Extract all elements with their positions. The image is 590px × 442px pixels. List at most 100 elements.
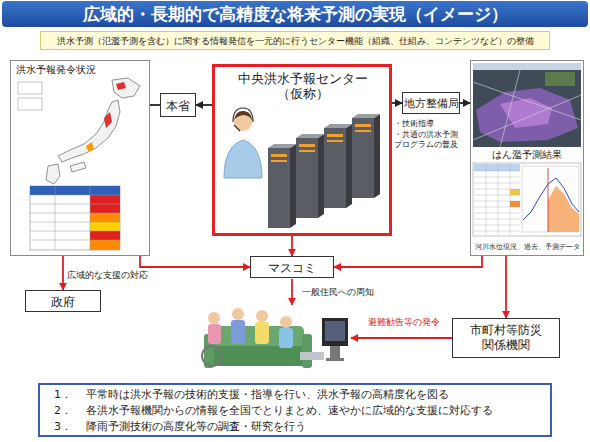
server-towers — [324, 124, 352, 128]
operator-figure — [233, 108, 253, 122]
connector-arrow — [62, 256, 64, 290]
server-towers — [327, 134, 343, 137]
living-room — [202, 346, 222, 366]
server-towers — [290, 144, 296, 228]
operator-figure — [234, 111, 252, 121]
box-label: マスコミ — [251, 260, 333, 277]
server-towers — [352, 118, 374, 198]
japan-map — [46, 164, 60, 184]
server-towers — [299, 150, 315, 152]
connector-arrow — [392, 102, 402, 104]
notice-label: 一般住民への周知 — [302, 286, 374, 299]
notice-label: 避難勧告等の発令 — [368, 316, 440, 329]
status-table — [90, 222, 120, 231]
living-room — [300, 352, 324, 360]
living-room — [204, 334, 214, 368]
banner-text: 洪水予測（氾濫予測を含む）に関する情報発信を一元的に行うセンター機能（組織、仕組… — [41, 35, 549, 47]
living-room — [325, 321, 345, 341]
server-towers — [346, 124, 352, 208]
living-room — [231, 320, 245, 344]
japan-map — [112, 78, 140, 98]
panel-caption: 河川水位現況、過去、予測データ — [471, 242, 583, 252]
living-room — [208, 324, 221, 344]
status-table — [90, 231, 120, 240]
status-table — [30, 186, 120, 250]
item-text: 降雨予測技術の高度化等の調査・研究を行う — [86, 420, 306, 434]
status-panel: 洪水予報発令状況 — [10, 60, 150, 256]
media-box: マスコミ — [250, 256, 334, 278]
edge-label: 広域的な支援の対応 — [67, 270, 148, 281]
box-label: 政府 — [26, 294, 100, 311]
server-towers — [268, 114, 380, 228]
ministry-box: 本省 — [160, 93, 196, 117]
municipality-box: 市町村等防災関係機関 — [452, 318, 560, 358]
living-room — [232, 308, 244, 320]
living-room — [212, 326, 304, 348]
panel-heading: はん濫予測結果 — [471, 149, 583, 162]
connector-arrow — [140, 256, 250, 267]
diagram-title: 広域的・長期的で高精度な将来予測の実現（イメージ） — [2, 1, 588, 27]
status-table — [30, 186, 120, 250]
aerial-image — [473, 63, 581, 70]
connector-arrow — [334, 256, 482, 267]
server-towers — [299, 144, 315, 147]
living-room — [326, 358, 344, 361]
center-box: 中央洪水予報センター（仮称） — [212, 64, 392, 236]
server-towers — [271, 154, 287, 157]
notice-arrows — [291, 279, 293, 305]
connector-arrow — [460, 102, 470, 104]
status-table — [90, 204, 120, 213]
item-number: 2． — [54, 404, 72, 418]
server-towers — [374, 114, 380, 198]
aerial-image — [476, 88, 578, 142]
regional-bureau-box: 地方整備局 — [402, 92, 460, 114]
server-towers — [327, 140, 343, 142]
water-level-chart — [474, 164, 520, 235]
item-text: 各洪水予報機関からの情報を全国でとりまとめ、速やかに広域的な支援に対応する — [86, 404, 493, 418]
box-label: 地方整備局 — [403, 97, 459, 111]
operator-figure — [224, 140, 262, 178]
living-room — [256, 310, 268, 322]
water-level-chart — [473, 163, 581, 236]
item-number: 3． — [54, 420, 72, 434]
status-table — [90, 195, 120, 204]
water-level-chart — [510, 189, 520, 195]
aerial-image — [500, 98, 552, 128]
box-label: 市町村等防災関係機関 — [468, 323, 544, 353]
operator-figure — [234, 113, 252, 131]
japan-map — [18, 78, 140, 184]
note-text: ・共通の洪水予測プログラムの普及 — [394, 130, 460, 150]
status-table — [30, 186, 120, 250]
center-name: 中央洪水予報センター（仮称） — [237, 71, 369, 101]
living-room — [202, 308, 348, 368]
server-towers — [271, 160, 287, 162]
water-level-chart — [473, 163, 581, 236]
living-room — [280, 316, 292, 328]
living-room — [330, 346, 340, 358]
japan-map — [116, 82, 126, 90]
server-towers — [352, 114, 380, 118]
notice-arrows — [351, 337, 452, 339]
water-level-chart — [522, 166, 579, 232]
living-room — [279, 328, 293, 348]
aerial-image — [473, 63, 581, 147]
operator-figure — [234, 125, 240, 131]
government-box: 政府 — [25, 290, 101, 312]
japan-map — [104, 112, 112, 128]
item-number: 1． — [54, 388, 72, 402]
server-towers — [268, 148, 290, 228]
water-level-chart — [548, 168, 549, 232]
aerial-image — [545, 72, 575, 86]
living-room — [208, 312, 220, 324]
water-level-chart — [510, 201, 520, 207]
japan-map — [86, 142, 94, 151]
note-text: ・技術指導 — [394, 119, 434, 129]
server-towers — [355, 124, 371, 127]
status-table — [90, 213, 120, 222]
forecast-panel: はん濫予測結果河川水位現況、過去、予測データ — [470, 60, 584, 256]
server-towers — [324, 128, 346, 208]
info-banner: 洪水予測（氾濫予測を含む）に関する情報発信を一元的に行うセンター機能（組織、仕組… — [40, 31, 550, 50]
japan-map — [18, 98, 42, 110]
aerial-image — [473, 70, 581, 147]
